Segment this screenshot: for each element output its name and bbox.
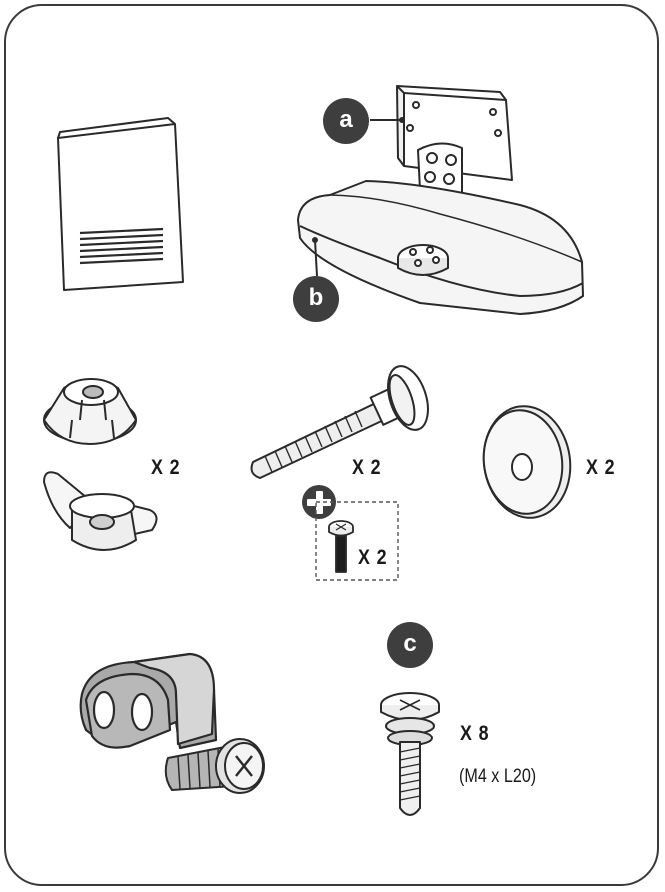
manual-booklet-icon (57, 117, 184, 291)
cone-cap-icon (43, 378, 137, 445)
label-a-badge: a (323, 98, 369, 144)
screw-c-quantity: X 8 (460, 722, 490, 745)
carriage-bolt-icon (250, 365, 429, 479)
washer-icon (482, 405, 572, 519)
label-leaders (312, 117, 405, 277)
wing-nut-icon (43, 471, 158, 551)
holder-screw-icon (164, 738, 265, 794)
small-screw-quantity: X 2 (358, 546, 388, 569)
cable-holder-icon (79, 652, 218, 750)
washer-quantity: X 2 (586, 456, 616, 479)
small-screw-icon (328, 520, 354, 573)
stand-base-icon (297, 180, 584, 315)
small-screw-box (315, 501, 399, 581)
stand-neck-icon (396, 85, 513, 200)
screw-c-icon (380, 692, 440, 816)
bolt-quantity: X 2 (352, 456, 382, 479)
panel-frame (4, 4, 659, 886)
label-b-badge: b (293, 276, 339, 322)
label-c-badge: c (387, 622, 433, 668)
screw-c-size-spec: (M4 x L20) (459, 766, 537, 787)
cap-wingnut-quantity: X 2 (151, 456, 181, 479)
